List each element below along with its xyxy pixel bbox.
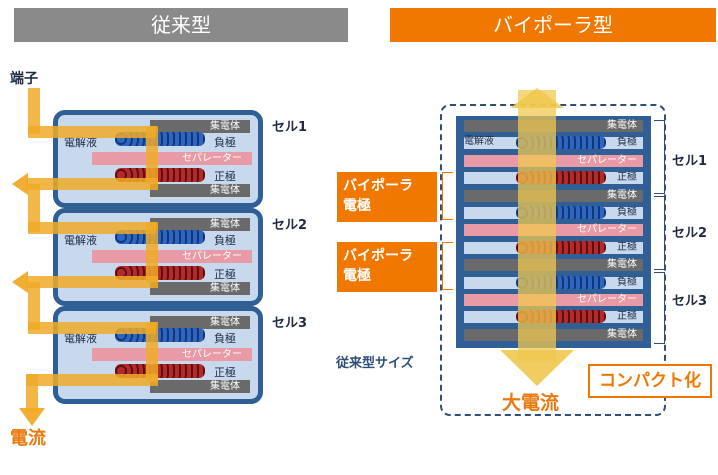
flow-exit bbox=[26, 374, 38, 412]
flow-down-2 bbox=[146, 222, 158, 282]
negative-label-2: 負極 bbox=[214, 234, 236, 247]
cell-label-3: セル3 bbox=[272, 316, 308, 331]
flow-out-3 bbox=[26, 374, 158, 386]
separator-2: セパレーター bbox=[92, 250, 252, 263]
positive-label-2: 正極 bbox=[214, 268, 236, 281]
bipolar-electrode-label-1: バイポーラ 電極 bbox=[337, 172, 437, 222]
flow-in-1 bbox=[28, 126, 156, 138]
flow-down-3 bbox=[146, 322, 158, 382]
link-2 bbox=[28, 282, 40, 330]
large-current-arrow-top bbox=[510, 88, 564, 108]
collector-bottom-1: 集電体 bbox=[150, 184, 250, 197]
terminal-label: 端子 bbox=[10, 71, 38, 87]
current-arrow bbox=[19, 408, 45, 426]
collector-top-1: 集電体 bbox=[150, 120, 250, 133]
negative-label-1: 負極 bbox=[214, 136, 236, 149]
bipolar-cell-label-1: セル1 bbox=[672, 154, 708, 169]
collector-top-2: 集電体 bbox=[150, 218, 250, 231]
positive-label-1: 正極 bbox=[214, 170, 236, 183]
bipolar-electrode-bracket-1 bbox=[442, 172, 453, 220]
arrow-left-1 bbox=[12, 173, 28, 195]
flow-out-1 bbox=[26, 178, 158, 190]
conventional-header: 従来型 bbox=[14, 8, 348, 42]
electrolyte-label-1: 電解液 bbox=[64, 136, 97, 149]
current-label: 電流 bbox=[10, 428, 46, 449]
flow-out-2 bbox=[26, 276, 158, 288]
bipolar-electrolyte-label: 電解液 bbox=[464, 136, 494, 147]
large-current-label: 大電流 bbox=[502, 392, 560, 414]
bipolar-cell-label-2: セル2 bbox=[672, 226, 708, 241]
arrow-left-2 bbox=[12, 271, 28, 293]
cell3-bracket bbox=[654, 272, 665, 344]
bipolar-electrode-bracket-2 bbox=[442, 242, 453, 290]
compact-label: コンパクト化 bbox=[588, 364, 712, 398]
flow-down-1 bbox=[146, 126, 158, 184]
electrolyte-label-2: 電解液 bbox=[64, 234, 97, 247]
separator-1: セパレーター bbox=[92, 152, 252, 165]
collector-bottom-2: 集電体 bbox=[150, 282, 250, 295]
link-1 bbox=[28, 184, 40, 232]
conventional-size-label: 従来型サイズ bbox=[336, 356, 414, 371]
positive-label-3: 正極 bbox=[214, 366, 236, 379]
flow-in-3 bbox=[28, 322, 156, 334]
electrolyte-label-3: 電解液 bbox=[64, 332, 97, 345]
collector-top-3: 集電体 bbox=[150, 316, 250, 329]
bipolar-header: バイポーラ型 bbox=[390, 8, 716, 42]
bipolar-cell-label-3: セル3 bbox=[672, 294, 708, 309]
cell-label-1: セル1 bbox=[272, 120, 308, 135]
cell2-bracket bbox=[654, 196, 665, 270]
negative-label-3: 負極 bbox=[214, 332, 236, 345]
bipolar-electrode-label-2: バイポーラ 電極 bbox=[337, 242, 437, 292]
flow-in-2 bbox=[28, 222, 156, 234]
separator-3: セパレーター bbox=[92, 348, 252, 361]
collector-bottom-3: 集電体 bbox=[150, 380, 250, 393]
cell-label-2: セル2 bbox=[272, 218, 308, 233]
terminal-flow bbox=[28, 88, 40, 134]
large-current-arrow bbox=[500, 350, 574, 386]
cell1-bracket bbox=[654, 120, 665, 194]
large-current-flow bbox=[518, 90, 556, 362]
